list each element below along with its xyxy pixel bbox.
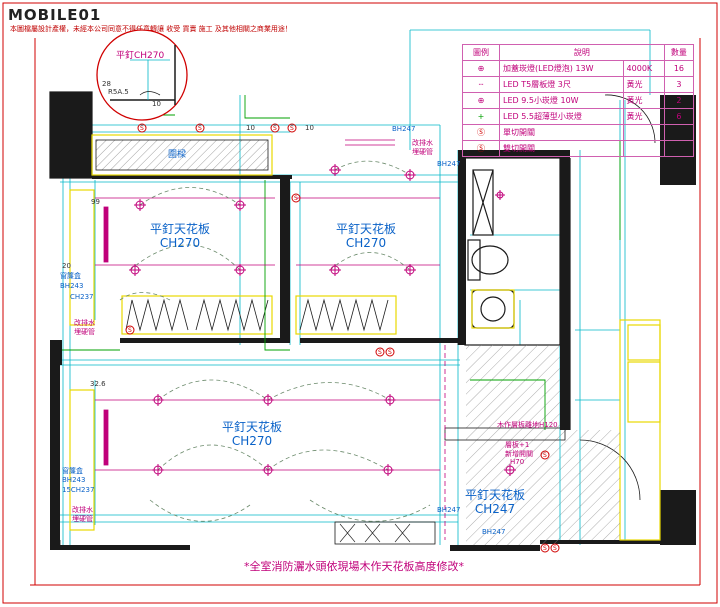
legend-header-symbol: 圖例 bbox=[462, 44, 500, 61]
legend-spec: 黃光 bbox=[622, 108, 665, 125]
modify-pipe-2b: 埋硬管 bbox=[74, 328, 95, 336]
legend-desc: 單切開關 bbox=[499, 124, 624, 141]
single-switch-icon: Ⓢ bbox=[462, 124, 500, 141]
detail-label: 平釘CH270 bbox=[116, 51, 165, 61]
ch237-2: 15CH237 bbox=[62, 486, 95, 494]
dim-10a: 10 bbox=[246, 124, 255, 132]
room2-ceiling-name: 平釘天花板 bbox=[336, 222, 397, 236]
bh247-low2: BH247 bbox=[482, 528, 506, 536]
legend-qty: 2 bbox=[663, 92, 695, 109]
bh243-2: BH243 bbox=[62, 476, 86, 484]
legend-qty bbox=[663, 124, 695, 141]
small-downlight-icon: ⊕ bbox=[462, 92, 500, 109]
modify-pipe-2: 改排水 bbox=[74, 319, 95, 327]
svg-text:S: S bbox=[378, 349, 382, 356]
legend-qty: 16 bbox=[663, 60, 695, 77]
legend-qty: 3 bbox=[663, 76, 695, 93]
legend-header-qty: 數量 bbox=[663, 44, 695, 61]
switches: S S S S S S S S S S S bbox=[125, 123, 560, 553]
dim-32-6: 32.6 bbox=[90, 380, 106, 388]
room3-ceiling-name: 平釘天花板 bbox=[222, 420, 283, 434]
bh247-mid: BH247 bbox=[437, 160, 461, 168]
dim-99: 99 bbox=[91, 198, 100, 206]
ultra-thin-downlight-icon: + bbox=[462, 108, 500, 125]
unit-note-3: H70 bbox=[510, 458, 525, 466]
svg-text:S: S bbox=[553, 545, 557, 552]
circuit-curves bbox=[119, 160, 431, 522]
hatched-ceiling bbox=[466, 345, 560, 545]
svg-text:S: S bbox=[543, 452, 547, 459]
wardrobe-hatching bbox=[95, 139, 389, 332]
legend-desc: LED 5.5超薄型小崁燈 bbox=[499, 108, 624, 125]
bh243-1: BH243 bbox=[60, 282, 84, 290]
legend-desc: LED 9.5小崁燈 10W bbox=[499, 92, 624, 109]
curtain-box-1: 窗簾盒 bbox=[60, 272, 81, 280]
unit-note-2: 新增開關 bbox=[505, 450, 533, 458]
svg-text:S: S bbox=[294, 195, 298, 202]
room2-ceiling-label: 平釘天花板 CH270 bbox=[336, 222, 396, 250]
bh247-top: BH247 bbox=[392, 125, 416, 133]
legend-desc: 雙切開關 bbox=[499, 140, 624, 157]
room4-ceiling-height: CH247 bbox=[474, 502, 516, 516]
modify-pipe-1b: 埋硬管 bbox=[412, 148, 433, 156]
svg-text:S: S bbox=[388, 349, 392, 356]
legend-qty bbox=[663, 140, 695, 157]
room1-ceiling-height: CH270 bbox=[159, 236, 201, 250]
room4-ceiling-label: 平釘天花板 CH247 bbox=[465, 488, 525, 516]
beam-label: 圍樑 bbox=[168, 150, 187, 160]
ch237-1: CH237 bbox=[70, 293, 94, 301]
legend-spec bbox=[622, 140, 665, 157]
recessed-downlight-icon: ⊕ bbox=[462, 60, 500, 77]
walls bbox=[50, 92, 696, 551]
curtain-box-2: 窗簾盒 bbox=[62, 467, 83, 475]
legend-desc: 加蓋崁燈(LED燈泡) 13W bbox=[499, 60, 624, 77]
room1-ceiling-label: 平釘天花板 CH270 bbox=[150, 222, 210, 250]
t5-tube-icon: ┄ bbox=[462, 76, 500, 93]
detail-dim-28: 28 bbox=[102, 80, 111, 88]
svg-text:S: S bbox=[198, 125, 202, 132]
svg-text:S: S bbox=[543, 545, 547, 552]
room3-ceiling-label: 平釘天花板 CH270 bbox=[222, 420, 282, 448]
detail-callout bbox=[96, 29, 188, 121]
svg-text:S: S bbox=[140, 125, 144, 132]
double-switch-icon: Ⓢ bbox=[462, 140, 500, 157]
legend-spec: 黃光 bbox=[622, 92, 665, 109]
downlights bbox=[129, 164, 516, 476]
modify-pipe-3b: 埋硬管 bbox=[72, 515, 93, 523]
detail-dim-10: 10 bbox=[152, 100, 161, 108]
sprinkler-footnote: *全室消防灑水頭依現場木作天花板高度修改* bbox=[244, 560, 464, 573]
room2-ceiling-height: CH270 bbox=[345, 236, 387, 250]
unit-note-1: 層板+1 bbox=[505, 441, 530, 449]
modify-pipe-3: 改排水 bbox=[72, 506, 93, 514]
logo: MOBILE01 bbox=[8, 6, 102, 24]
dim-20: 20 bbox=[62, 262, 71, 270]
wood-shelf-note: 木作層板離地H120 bbox=[497, 421, 558, 429]
legend-qty: 6 bbox=[663, 108, 695, 125]
svg-text:S: S bbox=[128, 327, 132, 334]
modify-pipe-1: 改排水 bbox=[412, 139, 433, 147]
bh247-low1: BH247 bbox=[437, 506, 461, 514]
legend-spec bbox=[622, 124, 665, 141]
svg-text:S: S bbox=[290, 125, 294, 132]
svg-text:S: S bbox=[273, 125, 277, 132]
electrical-routing bbox=[62, 95, 621, 430]
dim-10b: 10 bbox=[305, 124, 314, 132]
room3-ceiling-height: CH270 bbox=[231, 434, 273, 448]
detail-dim-r: R5A.5 bbox=[108, 88, 129, 96]
copyright-notice: 本圖檔屬設計產權，未經本公司同意不得任意轉讓 收受 買賣 施工 及其他相關之商業… bbox=[10, 25, 292, 33]
legend-spec: 4000K bbox=[622, 60, 665, 77]
lighting-legend: 圖例 說明 數量 ⊕ 加蓋崁燈(LED燈泡) 13W 4000K 16 ┄ LE… bbox=[462, 44, 695, 157]
room4-ceiling-name: 平釘天花板 bbox=[465, 488, 526, 502]
legend-desc: LED T5層板燈 3尺 bbox=[499, 76, 624, 93]
room1-ceiling-name: 平釘天花板 bbox=[150, 222, 211, 236]
legend-spec: 黃光 bbox=[622, 76, 665, 93]
legend-header-desc: 說明 bbox=[499, 44, 665, 61]
